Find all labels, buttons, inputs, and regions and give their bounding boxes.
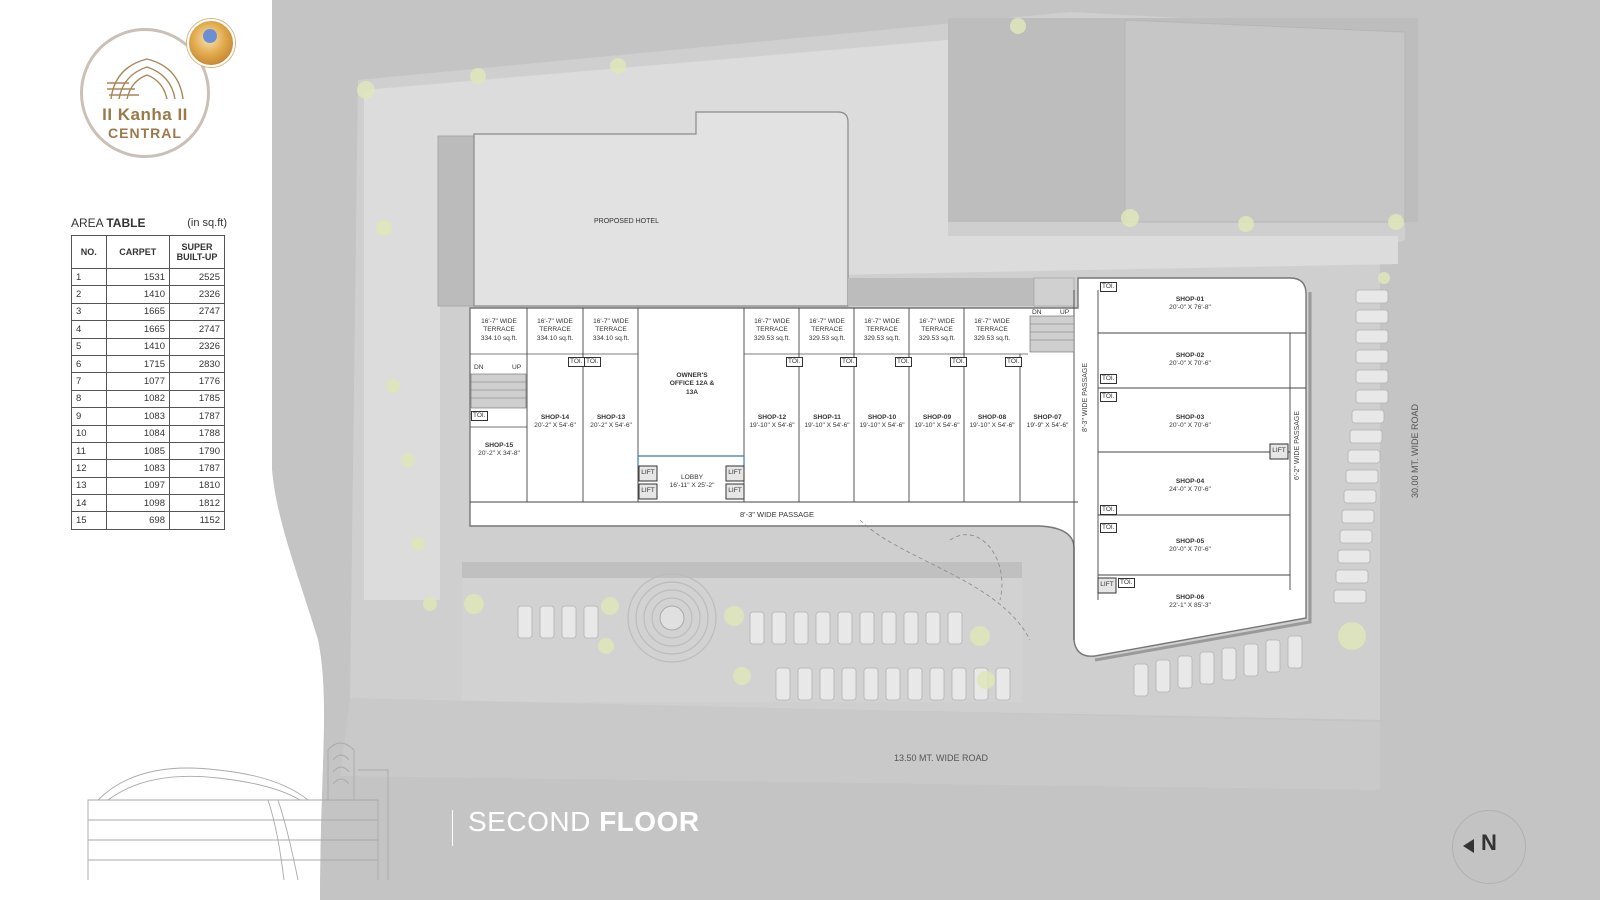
deity-badge-icon: [187, 19, 235, 67]
toilet-label: TOI.: [471, 411, 488, 421]
toilet-label: TOI.: [895, 357, 912, 367]
road-label-right: 30.00 MT. WIDE ROAD: [1410, 403, 1420, 498]
stair-down-label: DN: [1032, 309, 1042, 316]
stair-down-label: DN: [474, 364, 484, 371]
brand-logo: II Kanha II CENTRAL: [80, 19, 235, 158]
toilet-label: TOI.: [1100, 392, 1117, 402]
col-header-carpet: CARPET: [105, 235, 170, 269]
north-arrow-icon: [1463, 839, 1474, 853]
building-logo-icon: [107, 58, 184, 100]
floor-label-divider: [452, 810, 453, 846]
passage-label: 8'-3" WIDE PASSAGE: [740, 510, 814, 519]
toilet-label: TOI.: [950, 357, 967, 367]
stair-up-label: UP: [1060, 309, 1070, 316]
col-header-super: SUPER BUILT-UP: [169, 235, 225, 269]
toilet-label: TOI.: [1118, 578, 1135, 588]
brand-sub: CENTRAL: [108, 125, 182, 141]
passage-label-vertical: 8'-3" WIDE PASSAGE: [1082, 362, 1089, 432]
lift-label: LIFT: [728, 469, 742, 476]
floor-title: SECOND FLOOR: [468, 806, 700, 837]
area-table-unit: (in sq.ft): [187, 217, 227, 229]
lift-label: LIFT: [728, 487, 742, 494]
area-table-title: AREA TABLE (in sq.ft): [71, 216, 227, 230]
toilet-label: TOI.: [786, 357, 803, 367]
left-panel: II Kanha II CENTRAL AREA TABLE (in sq.ft…: [0, 0, 272, 900]
north-letter: N: [1481, 830, 1497, 855]
lift-label: LIFT: [641, 469, 655, 476]
road-label-bottom: 13.50 MT. WIDE ROAD: [894, 753, 989, 763]
owners-office-label: OWNER'S OFFICE 12A & 13A: [669, 372, 715, 396]
hotel-label: PROPOSED HOTEL: [594, 218, 659, 225]
toilet-label: TOI.: [1100, 523, 1117, 533]
toilet-label: TOI.: [1100, 282, 1117, 292]
lift-label: LIFT: [1100, 581, 1114, 588]
toilet-label: TOI.: [568, 357, 585, 367]
stair-up-label: UP: [512, 364, 522, 371]
toilet-label: TOI.: [1100, 505, 1117, 515]
toilet-label: TOI.: [840, 357, 857, 367]
north-indicator: N: [1452, 810, 1526, 884]
toilet-label: TOI.: [1100, 374, 1117, 384]
lift-label: LIFT: [1272, 447, 1286, 454]
toilet-label: TOI.: [1005, 357, 1022, 367]
lift-label: LIFT: [641, 487, 655, 494]
col-header-no: NO.: [71, 235, 107, 269]
toilet-label: TOI.: [584, 357, 601, 367]
passage-label-right: 6'-2" WIDE PASSAGE: [1294, 410, 1301, 480]
brand-name: II Kanha II: [102, 105, 188, 124]
building-sketch-icon: [87, 742, 389, 881]
